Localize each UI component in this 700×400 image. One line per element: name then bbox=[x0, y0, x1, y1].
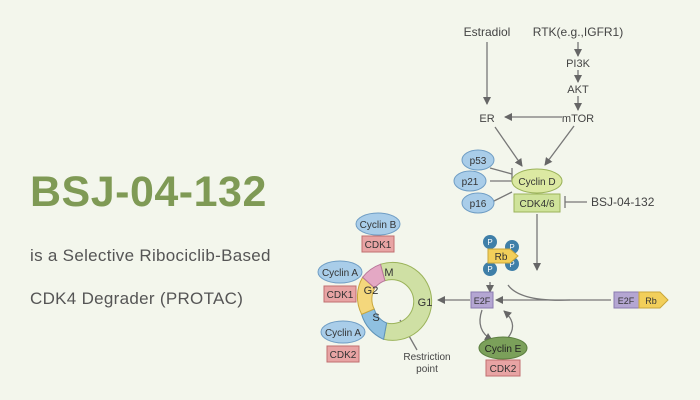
phospho-label: P bbox=[509, 260, 514, 269]
phospho-dot bbox=[483, 235, 497, 249]
rtk-label: RTK(e.g.,IGFR1) bbox=[533, 25, 623, 39]
p16-node: p16 bbox=[461, 192, 495, 214]
cyclin-a-2-label: Cyclin A bbox=[325, 328, 361, 339]
rb-label: Rb bbox=[495, 252, 508, 263]
phospho-label: P bbox=[509, 243, 514, 252]
cdk1-b-label: CDK1 bbox=[365, 240, 392, 251]
er-label: ER bbox=[479, 113, 494, 125]
cdk1-a-label: CDK1 bbox=[327, 290, 354, 301]
cdk2-a-label: CDK2 bbox=[330, 350, 357, 361]
compound-title: BSJ-04-132 bbox=[30, 168, 267, 216]
m-label: M bbox=[384, 267, 393, 279]
e2f-rb-rb-label: Rb bbox=[645, 296, 657, 306]
cyclin-b-label: Cyclin B bbox=[360, 220, 397, 231]
p21-label: p21 bbox=[462, 177, 479, 188]
p53-label: p53 bbox=[470, 156, 487, 167]
phospho-label: P bbox=[487, 265, 492, 274]
pi3k-label: PI3K bbox=[566, 58, 591, 70]
signal-arrows bbox=[437, 42, 611, 341]
subtitle-line-2: CDK4 Degrader (PROTAC) bbox=[30, 289, 244, 308]
cyclin-a-cdk2-complex: Cyclin A CDK2 bbox=[320, 320, 366, 363]
cyclin-a-cdk1-complex: Cyclin A CDK1 bbox=[317, 260, 363, 303]
mtor-label: mTOR bbox=[562, 113, 594, 125]
cdk46-label: CDK4/6 bbox=[519, 199, 554, 210]
akt-label: AKT bbox=[567, 84, 589, 96]
p53-node: p53 bbox=[461, 149, 495, 171]
phospho-label: P bbox=[487, 238, 492, 247]
g1-phase bbox=[379, 261, 433, 341]
cyclin-e-complex: Cyclin E CDK2 bbox=[478, 336, 528, 377]
p16-label: p16 bbox=[470, 199, 487, 210]
restriction-point-label-2: point bbox=[416, 364, 438, 375]
p21-node: p21 bbox=[453, 170, 487, 192]
restriction-point-label: Restriction bbox=[403, 352, 450, 363]
s-label: S bbox=[372, 312, 379, 324]
cdk2-e-label: CDK2 bbox=[490, 364, 517, 375]
g1-label: G1 bbox=[418, 297, 433, 309]
e2f-rb-complex: E2F Rb bbox=[613, 291, 669, 309]
phospho-dot bbox=[483, 262, 497, 276]
phospho-rb: P P P P Rb bbox=[483, 235, 519, 276]
e2f-rb-e2f-label: E2F bbox=[618, 296, 635, 306]
cyclin-d-label: Cyclin D bbox=[518, 177, 555, 188]
subtitle-line-1: is a Selective Ribociclib-Based bbox=[30, 246, 271, 265]
cyclin-a-label: Cyclin A bbox=[322, 268, 358, 279]
estradiol-label: Estradiol bbox=[464, 25, 511, 39]
cyclin-e-label: Cyclin E bbox=[485, 344, 522, 355]
e2f-label: E2F bbox=[474, 296, 491, 306]
e2f-node: E2F bbox=[470, 291, 494, 309]
m-phase bbox=[361, 263, 386, 289]
drug-label: BSJ-04-132 bbox=[591, 195, 655, 209]
g2-label: G2 bbox=[364, 285, 379, 297]
cell-cycle-wheel: G1 S G2 M bbox=[356, 261, 433, 341]
cyclin-d-complex: Cyclin D CDK4/6 bbox=[511, 168, 563, 213]
cyclin-b-complex: Cyclin B CDK1 bbox=[355, 212, 401, 253]
